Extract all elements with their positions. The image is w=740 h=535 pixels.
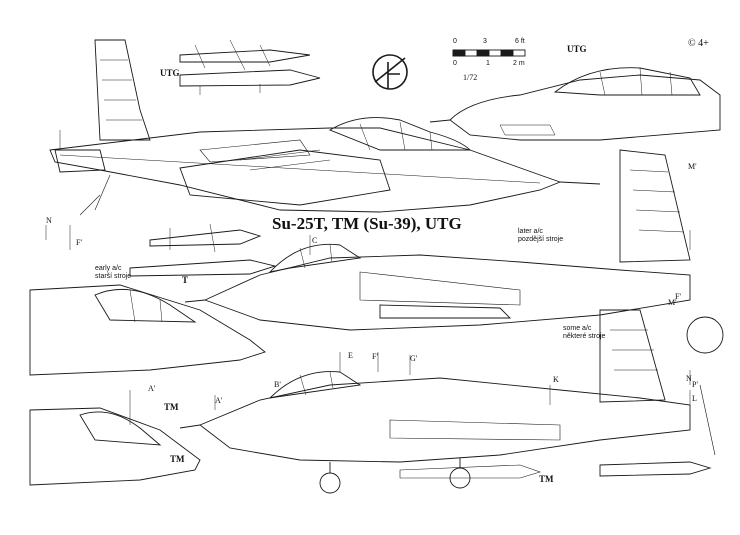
stores-detail-left xyxy=(129,223,277,277)
sheet-title: Su-25T, TM (Su-39), UTG xyxy=(272,214,462,233)
section-lines xyxy=(45,130,691,425)
note-early-en: early a/c xyxy=(95,265,122,272)
label-utg-left: UTG xyxy=(160,68,180,78)
section-f3: F' xyxy=(372,352,378,361)
tm-side-view-mid xyxy=(184,243,691,331)
utg-side-view-top xyxy=(49,39,601,216)
section-k1: K xyxy=(553,375,559,384)
section-e1: E xyxy=(348,351,353,360)
section-a2: A' xyxy=(215,396,223,405)
scale-tick-top-6: 6 ft xyxy=(515,38,525,45)
section-a1: A' xyxy=(148,384,156,393)
scale-tick-top-3: 3 xyxy=(483,38,487,45)
note-later-cz: pozdější stroje xyxy=(518,236,564,243)
tm-nose-bottom-left xyxy=(29,407,201,486)
copyright-mark: © 4+ xyxy=(688,38,709,49)
section-g1: G' xyxy=(410,354,418,363)
label-tm-bottom-center: TM xyxy=(539,474,554,484)
section-p1: P' xyxy=(692,380,698,389)
tail-fin-right xyxy=(619,149,691,263)
section-f2: F' xyxy=(675,292,681,301)
scale-tick-bottom-2: 2 m xyxy=(513,60,525,67)
section-c1: C xyxy=(312,236,318,245)
scale-bar xyxy=(452,49,526,57)
pod-detail-top xyxy=(179,39,321,95)
note-later-en: later a/c xyxy=(518,228,543,235)
publisher-logo xyxy=(372,54,408,90)
note-early-cz: starší stroje xyxy=(95,273,132,280)
scale-tick-bottom-0: 0 xyxy=(453,60,457,67)
tm-tail-right-lower xyxy=(599,309,724,456)
section-m1: M' xyxy=(688,162,697,171)
section-l1: L xyxy=(692,394,697,403)
scale-ratio: 1/72 xyxy=(463,73,478,82)
label-tm-bottom-left: TM xyxy=(170,454,185,464)
scale-tick-bottom-1: 1 xyxy=(486,60,490,67)
note-some-en: some a/c xyxy=(563,325,592,332)
early-nose-view xyxy=(29,284,266,376)
section-n1: N xyxy=(46,216,52,225)
tm-side-view-bottom xyxy=(179,371,691,494)
section-m2: M' xyxy=(668,298,677,307)
section-f1: F' xyxy=(76,238,82,247)
store-bottom-right xyxy=(599,461,712,477)
label-tm-mid-left: TM xyxy=(164,402,179,412)
utg-nose-view xyxy=(429,67,721,141)
section-n2: N xyxy=(686,374,692,383)
note-some-cz: některé stroje xyxy=(563,333,606,340)
scale-tick-top-0: 0 xyxy=(453,38,457,45)
label-t: T xyxy=(182,275,189,285)
label-utg-right: UTG xyxy=(567,44,587,54)
section-b1: B' xyxy=(274,380,281,389)
